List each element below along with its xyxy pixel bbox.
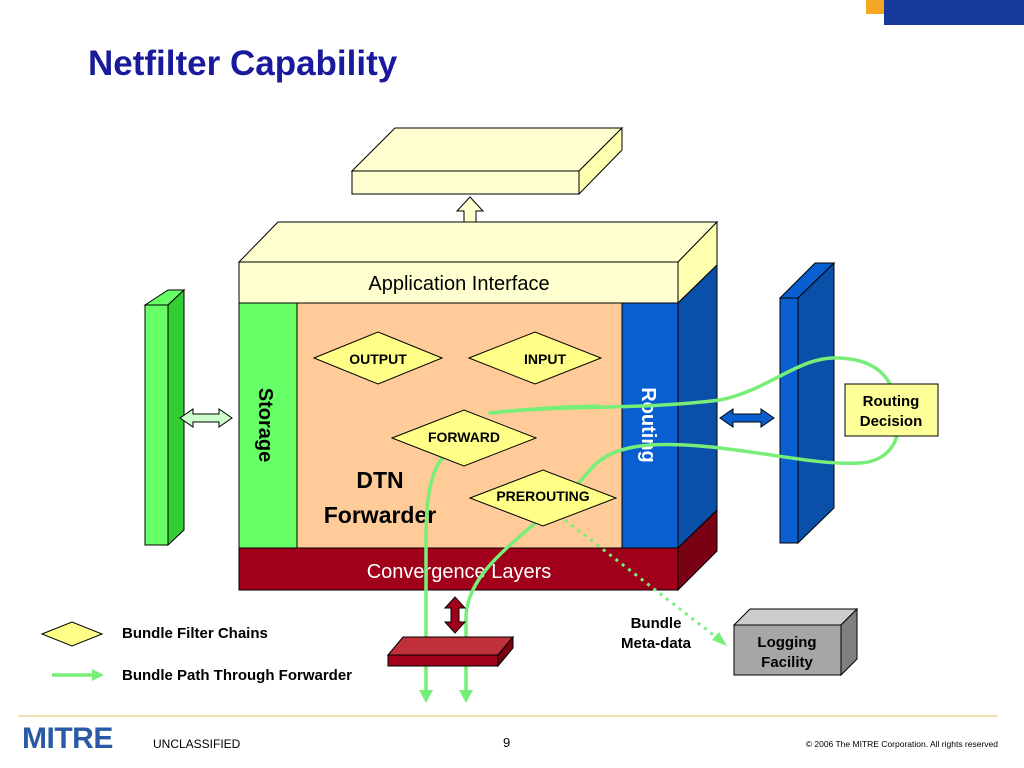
bundle-path — [424, 356, 900, 697]
convergence-double-arrow — [443, 596, 467, 634]
routing-double-arrow — [719, 408, 775, 428]
logging-facility-box: Logging Facility — [732, 607, 859, 677]
storage-device — [143, 288, 186, 547]
application-interface-label: Application Interface — [368, 273, 549, 295]
chain-prerouting: PREROUTING — [468, 469, 618, 527]
metadata-dotted-arrow — [564, 518, 727, 646]
storage-double-arrow — [179, 408, 233, 428]
storage-label: Storage — [254, 388, 276, 462]
forwarder-label: Forwarder — [324, 502, 437, 528]
chain-output-label: OUTPUT — [349, 351, 407, 367]
dtn-label: DTN — [356, 467, 403, 493]
chain-forward: FORWARD — [390, 409, 538, 467]
slide-title: Netfilter Capability — [88, 44, 398, 83]
mitre-logo: MITRE — [22, 722, 113, 755]
routing-decision-line1: Routing — [863, 393, 920, 410]
logging-facility-line1: Logging — [757, 634, 816, 651]
legend-diamond-icon — [40, 621, 104, 647]
page-number: 9 — [503, 735, 511, 750]
routing-label: Routing — [637, 387, 659, 463]
path-arrowhead-right — [459, 690, 473, 703]
routing-decision-line2: Decision — [860, 413, 923, 430]
chain-prerouting-label: PREROUTING — [496, 488, 589, 504]
convergence-layers-label: Convergence Layers — [367, 561, 552, 583]
legend-filter-chains-label: Bundle Filter Chains — [122, 625, 268, 642]
link-device — [386, 635, 515, 668]
routing-device — [778, 261, 836, 545]
logging-facility-line2: Facility — [761, 654, 813, 671]
application-block — [350, 126, 624, 196]
bundle-path-overlay — [489, 404, 601, 415]
routing-decision-box: Routing Decision — [844, 383, 939, 437]
corner-bar-blue — [884, 0, 1024, 25]
chain-input: INPUT — [467, 331, 603, 385]
chain-forward-label: FORWARD — [428, 429, 500, 445]
chain-input-label: INPUT — [524, 351, 566, 367]
legend-path-arrowhead — [92, 669, 104, 681]
legend-bundle-path-label: Bundle Path Through Forwarder — [122, 667, 352, 684]
corner-accent-orange — [866, 0, 884, 14]
legend: Bundle Filter Chains Bundle Path Through… — [40, 621, 352, 684]
copyright-notice: © 2006 The MITRE Corporation. All rights… — [805, 739, 998, 749]
bundle-metadata-line2: Meta-data — [621, 635, 692, 652]
chain-output: OUTPUT — [312, 331, 444, 385]
classification-label: UNCLASSIFIED — [153, 737, 241, 751]
path-arrowhead-left — [419, 690, 433, 703]
bundle-metadata-line1: Bundle — [631, 615, 682, 632]
